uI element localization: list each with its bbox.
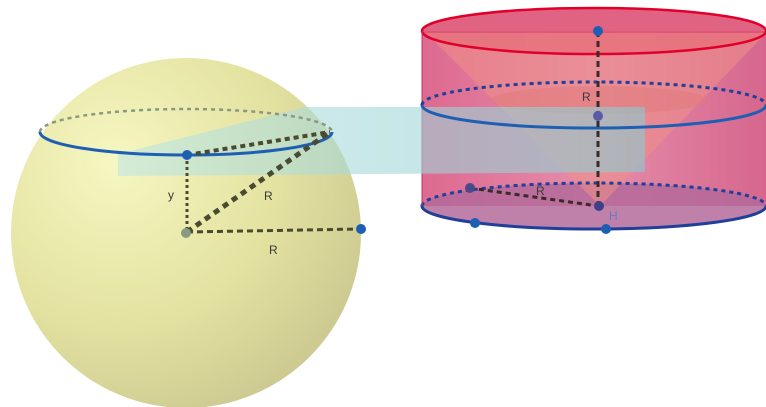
cylinder-bottom-rim-front — [420, 205, 766, 231]
label-cylinder-R-base: R — [536, 184, 545, 198]
point-sphere-center — [181, 228, 191, 238]
point-cylinder-bottom-left — [470, 218, 480, 228]
label-sphere-y: y — [168, 188, 174, 202]
point-cylinder-bottom-front — [601, 224, 611, 234]
point-sphere-equator — [356, 224, 366, 234]
segment-R-slant — [185, 129, 332, 235]
point-cylinder-section-center — [593, 111, 603, 121]
point-sphere-section-center — [182, 150, 192, 160]
point-cylinder-top-center — [593, 26, 603, 36]
cylinder-bottom-rim-back — [420, 181, 766, 207]
segment-section-radius — [186, 130, 331, 157]
label-sphere-R-horizontal: R — [269, 243, 278, 257]
label-cylinder-H: H — [609, 209, 618, 223]
point-cylinder-base-rim — [465, 183, 475, 193]
cylinder-section-ring-front — [420, 104, 766, 130]
sphere-segments — [185, 129, 362, 235]
label-sphere-R-slant: R — [264, 189, 273, 203]
points — [181, 26, 611, 238]
sphere-section-ring-back — [38, 107, 334, 133]
cylinder-section-ring-back — [420, 80, 766, 106]
segment-R-horizontal — [186, 227, 362, 234]
point-cylinder-base-center — [594, 201, 604, 211]
segment-cylinder-base-radius — [469, 186, 599, 208]
label-cylinder-R-vertical: R — [582, 90, 591, 104]
cylinder-segments — [469, 31, 600, 208]
